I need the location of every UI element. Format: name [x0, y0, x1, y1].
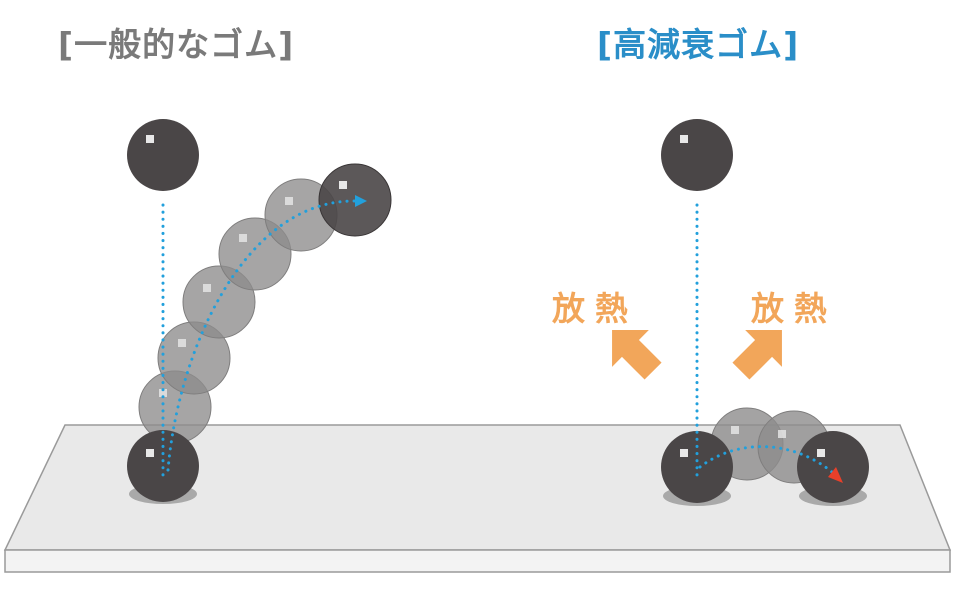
heat-release-label-left: 放熱: [552, 289, 638, 328]
landed-ball-left: [127, 430, 199, 502]
bounce-path-left: [166, 199, 357, 472]
arrowhead-right: [828, 467, 843, 483]
heat-arrow-left: [612, 330, 662, 380]
bounce-trail-left: [138, 178, 338, 444]
drop-ball-right: [661, 119, 733, 191]
floor-front: [4, 549, 951, 573]
rolled-ball-right: [797, 431, 869, 503]
ball-highlights-left: [146, 135, 347, 457]
heat-release-label-right: 放熱: [751, 289, 837, 328]
arrowhead-left: [355, 195, 367, 207]
roll-path-right: [698, 445, 834, 474]
drop-ball-left: [127, 119, 199, 191]
title-high-damping-rubber: [高減衰ゴム]: [597, 25, 800, 64]
title-general-rubber: [一般的なゴム]: [58, 25, 295, 64]
ball-highlights-right: [680, 135, 825, 457]
heat-arrow-right: [732, 330, 782, 380]
